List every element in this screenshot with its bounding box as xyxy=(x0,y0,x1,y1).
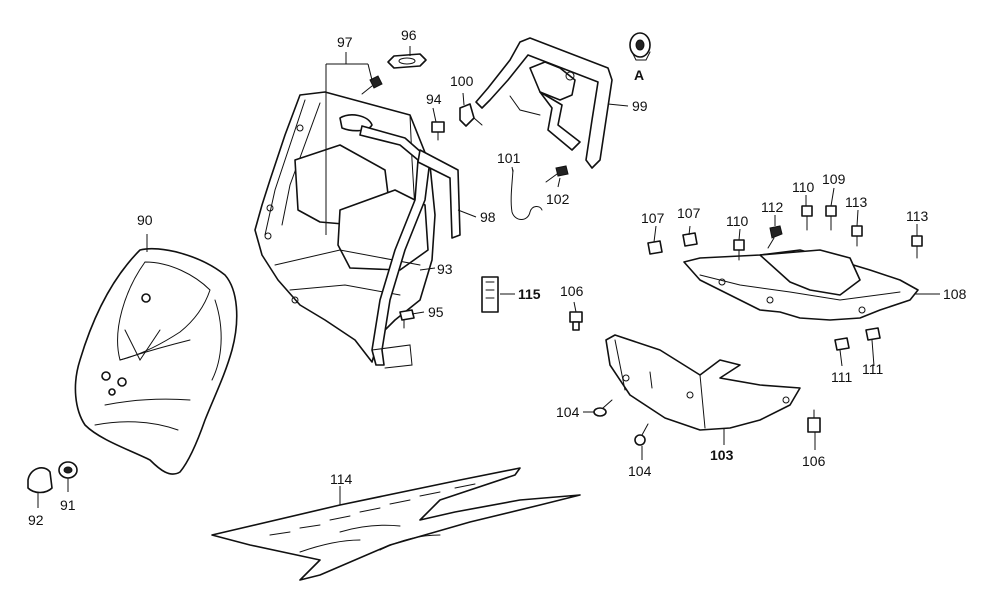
callout-107-a: 107 xyxy=(641,210,665,226)
screw-95 xyxy=(399,309,415,329)
callout-115: 115 xyxy=(518,286,541,302)
cap-92 xyxy=(27,467,53,494)
callout-91: 91 xyxy=(60,497,76,513)
clip-100 xyxy=(459,103,483,127)
carrier-handle-part xyxy=(475,37,613,169)
callout-96: 96 xyxy=(401,27,417,43)
front-shield-part xyxy=(74,247,238,475)
bolt-94 xyxy=(431,121,445,141)
clip-111-b xyxy=(865,327,881,341)
callout-A: A xyxy=(634,67,644,83)
callout-labels: 90 91 92 93 94 95 96 97 98 99 100 101 10… xyxy=(28,27,967,528)
clip-111-a xyxy=(834,337,850,351)
callout-102: 102 xyxy=(546,191,570,207)
bolt-106-lower xyxy=(807,409,821,433)
callout-106-upper: 106 xyxy=(560,283,584,299)
callout-94: 94 xyxy=(426,91,442,107)
callout-114: 114 xyxy=(330,471,353,487)
washer-plate-96 xyxy=(387,53,427,69)
callout-111-a: 111 xyxy=(831,369,852,385)
floor-mat-part xyxy=(211,467,581,581)
callout-109: 109 xyxy=(822,171,846,187)
leader-lines xyxy=(37,46,940,508)
screw-104-b xyxy=(634,423,649,446)
lock-cylinder-A xyxy=(629,32,651,61)
screw-97 xyxy=(361,75,383,95)
clip-107-a xyxy=(647,240,663,255)
callout-92: 92 xyxy=(28,512,44,528)
callout-113-a: 113 xyxy=(845,194,868,210)
callout-106-lower: 106 xyxy=(802,453,826,469)
pad-115 xyxy=(481,276,499,313)
callout-101: 101 xyxy=(497,150,521,166)
callout-110-a: 110 xyxy=(726,213,749,229)
hook-101 xyxy=(510,169,543,220)
bolt-109 xyxy=(825,205,837,231)
grommet-91 xyxy=(58,461,78,479)
callout-98: 98 xyxy=(480,209,496,225)
bolt-110-b xyxy=(801,205,813,231)
bolt-106-upper xyxy=(569,311,583,331)
callout-111-b: 111 xyxy=(862,361,883,377)
side-bar-part xyxy=(359,125,461,369)
callout-99: 99 xyxy=(632,98,648,114)
callout-93: 93 xyxy=(437,261,453,277)
bolt-113-a xyxy=(851,225,863,247)
callout-107-b: 107 xyxy=(677,205,701,221)
callout-104-bottom: 104 xyxy=(628,463,652,479)
callout-103: 103 xyxy=(710,447,734,463)
callout-108: 108 xyxy=(943,286,967,302)
screw-102 xyxy=(545,165,569,183)
callout-100: 100 xyxy=(450,73,474,89)
bolt-113-b xyxy=(911,235,923,259)
callout-113-b: 113 xyxy=(906,208,929,224)
callout-90: 90 xyxy=(137,212,153,228)
screw-104-a xyxy=(593,399,613,417)
rear-inner-cover-part xyxy=(683,249,919,321)
callout-104-left: 104 xyxy=(556,404,580,420)
callout-110-b: 110 xyxy=(792,179,815,195)
clip-107-b xyxy=(682,232,698,247)
lower-cover-part xyxy=(605,334,801,431)
bolt-112 xyxy=(767,225,783,249)
callout-112: 112 xyxy=(761,199,784,215)
callout-95: 95 xyxy=(428,304,444,320)
callout-97: 97 xyxy=(337,34,353,50)
